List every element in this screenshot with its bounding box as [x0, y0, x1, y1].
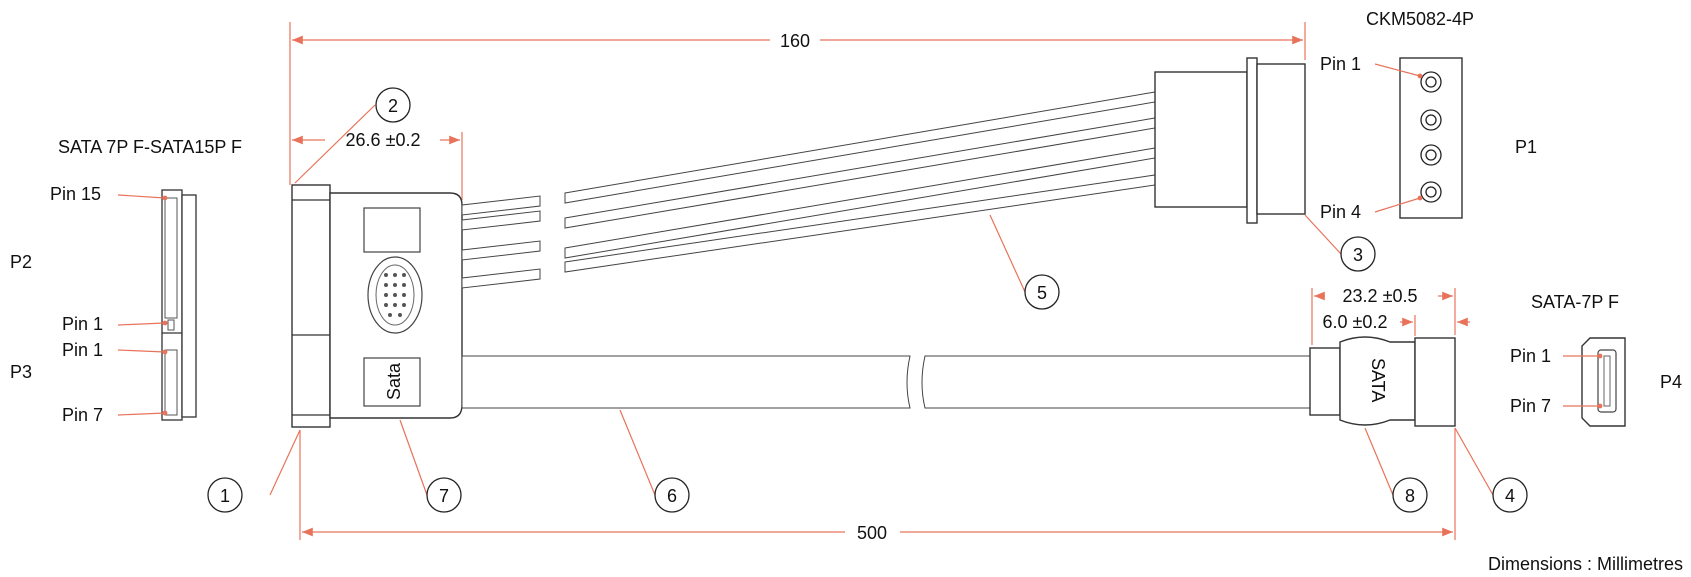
right-mold-text: SATA [1368, 358, 1388, 402]
dimension-23-2: 23.2 ±0.5 [1311, 286, 1456, 345]
svg-text:3: 3 [1353, 245, 1363, 265]
callout-6: 6 [619, 409, 690, 513]
part-number: CKM5082-4P [1366, 9, 1474, 29]
molex-connector-side [1154, 57, 1306, 224]
callout-4: 4 [1454, 427, 1528, 513]
callout-1: 1 [207, 429, 301, 513]
callout-5: 5 [989, 214, 1060, 310]
connector-p3-label: P3 [10, 362, 32, 382]
p3-pin-bottom: Pin 7 [62, 405, 103, 425]
p1-pin-bottom: Pin 4 [1320, 202, 1361, 222]
dimension-500-label: 500 [857, 523, 887, 543]
connector-p1-label: P1 [1515, 137, 1537, 157]
p4-pin-bottom: Pin 7 [1510, 396, 1551, 416]
dimension-160: 160 [289, 22, 1306, 185]
dimension-23-2-label: 23.2 ±0.5 [1343, 286, 1418, 306]
svg-text:2: 2 [388, 96, 398, 116]
sata-face-view [1581, 337, 1626, 427]
molex-connector-face [1399, 57, 1463, 219]
dimension-160-label: 160 [780, 31, 810, 51]
sata-cable [461, 355, 1311, 409]
svg-text:1: 1 [220, 486, 230, 506]
p2-pin-top: Pin 15 [50, 184, 101, 204]
svg-text:4: 4 [1505, 486, 1515, 506]
left-connector-title: SATA 7P F-SATA15P F [58, 137, 242, 157]
power-wires [461, 91, 1156, 289]
callout-7: 7 [399, 419, 462, 513]
svg-text:6: 6 [667, 486, 677, 506]
svg-text:7: 7 [439, 486, 449, 506]
callout-2: 2 [294, 87, 411, 184]
p2-pin-bottom: Pin 1 [62, 314, 103, 334]
right-connector-title: SATA-7P F [1531, 292, 1619, 312]
p1-pin-top: Pin 1 [1320, 54, 1361, 74]
left-connector-body: Sata [291, 184, 463, 428]
dimension-500: 500 [299, 428, 1456, 543]
left-mold-text: Sata [384, 362, 404, 400]
left-end-view [161, 189, 197, 421]
dimension-26-6: 26.6 ±0.2 [292, 130, 463, 200]
p4-pin-top: Pin 1 [1510, 346, 1551, 366]
right-connector-body: SATA [1309, 336, 1456, 427]
svg-text:5: 5 [1037, 283, 1047, 303]
units-note: Dimensions : Millimetres [1488, 554, 1683, 574]
svg-text:8: 8 [1405, 486, 1415, 506]
p3-pin-top: Pin 1 [62, 340, 103, 360]
connector-p2-label: P2 [10, 252, 32, 272]
dimension-6-0: 6.0 ±0.2 [1323, 312, 1470, 336]
callout-3: 3 [1304, 214, 1376, 272]
dimension-26-6-label: 26.6 ±0.2 [346, 130, 421, 150]
connector-p4-label: P4 [1660, 372, 1682, 392]
callout-8: 8 [1364, 427, 1428, 513]
dimension-6-0-label: 6.0 ±0.2 [1323, 312, 1388, 332]
